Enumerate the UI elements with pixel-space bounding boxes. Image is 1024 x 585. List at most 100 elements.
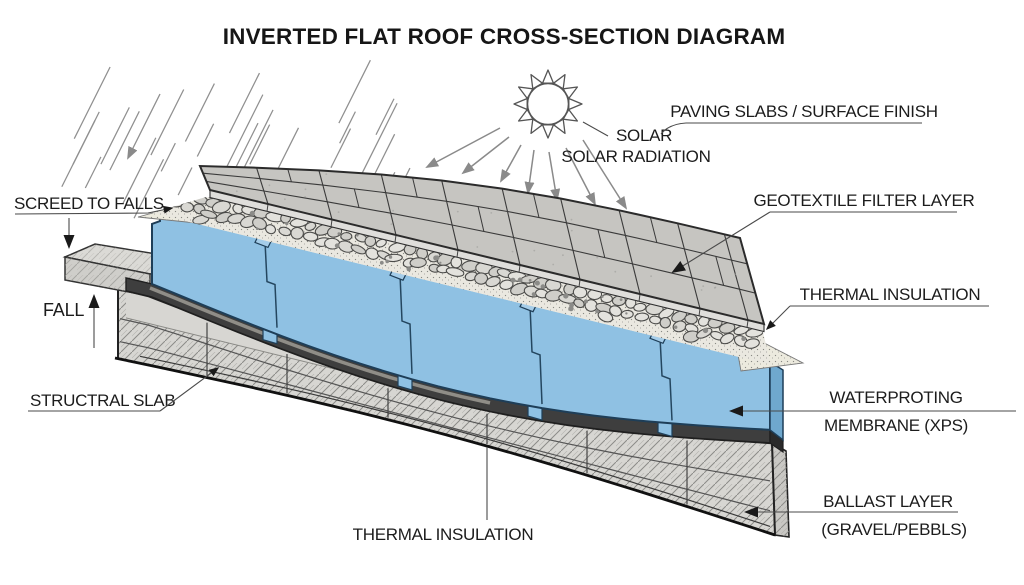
label-geotextile: GEOTEXTILE FILTER LAYER bbox=[753, 191, 974, 210]
slab-end-hatch bbox=[772, 443, 789, 537]
paving-edge-tick bbox=[456, 249, 459, 258]
pebble bbox=[375, 238, 387, 248]
rain-line bbox=[61, 111, 100, 188]
rain-line bbox=[276, 127, 300, 172]
solar-arrow bbox=[461, 136, 510, 175]
paving-slabs-layer bbox=[198, 164, 766, 333]
label-screed-to-falls: SCREED TO FALLS bbox=[14, 194, 164, 213]
gravel-band bbox=[152, 197, 771, 365]
paving-speckle bbox=[562, 254, 564, 257]
solar-arrow bbox=[500, 144, 522, 183]
pebble bbox=[474, 272, 489, 285]
paving-edge-tick bbox=[746, 320, 749, 328]
pebble-small bbox=[255, 227, 259, 230]
paving-joint bbox=[501, 188, 521, 266]
pebble bbox=[340, 232, 353, 241]
label-ballast-2: (GRAVEL/PEBBLS) bbox=[821, 520, 966, 539]
paving-speckle bbox=[337, 211, 340, 214]
pebble bbox=[303, 231, 319, 242]
rain-line bbox=[160, 142, 176, 172]
insulation-joint bbox=[264, 241, 278, 328]
paving-half-joint bbox=[412, 177, 418, 198]
pebble bbox=[620, 309, 634, 319]
paving-speckle bbox=[570, 218, 573, 221]
pebble bbox=[597, 310, 614, 323]
slab-bottom-inner-line bbox=[139, 355, 771, 527]
rain-line bbox=[100, 107, 130, 165]
pebble bbox=[600, 294, 613, 304]
label-ballast-1: BALLAST LAYER bbox=[823, 492, 953, 511]
pebble bbox=[633, 302, 647, 312]
insulation-joint bbox=[529, 305, 543, 405]
paving-speckle bbox=[325, 173, 328, 176]
label-waterproofing-1: WATERPROTING bbox=[829, 388, 962, 407]
paving-joint bbox=[677, 223, 701, 309]
rain-line bbox=[222, 94, 264, 174]
paving-outline bbox=[198, 164, 766, 326]
pebble-small bbox=[406, 267, 411, 272]
rain-line bbox=[150, 89, 185, 156]
insulation-band bbox=[151, 210, 771, 431]
pebble-small bbox=[563, 293, 569, 299]
sun-disc bbox=[526, 82, 570, 126]
sun-ray bbox=[541, 124, 555, 139]
pebble-small bbox=[434, 255, 440, 260]
label-thermal-insulation-right: THERMAL INSULATION bbox=[800, 285, 981, 304]
pebble-small bbox=[583, 299, 589, 304]
pebble-small bbox=[379, 260, 384, 265]
label-solar: SOLAR bbox=[616, 126, 672, 145]
rain-line bbox=[375, 98, 395, 136]
pebble bbox=[445, 267, 465, 277]
paving-edge-tick bbox=[638, 293, 641, 302]
paving-edge-tick bbox=[266, 203, 269, 212]
pebble bbox=[510, 282, 528, 296]
leader-geotextile bbox=[671, 211, 771, 274]
paving-edge-tick bbox=[330, 219, 333, 228]
rain-line bbox=[330, 128, 352, 169]
pebble-small bbox=[674, 325, 678, 329]
paving-half-joint bbox=[353, 188, 360, 208]
insulation-end-face bbox=[769, 360, 784, 442]
rain-line bbox=[73, 66, 111, 139]
pebble-small bbox=[531, 292, 536, 297]
paving-speckle bbox=[596, 256, 599, 259]
paving-joint bbox=[723, 234, 749, 321]
diagram-title: INVERTED FLAT ROOF CROSS-SECTION DIAGRAM bbox=[223, 24, 786, 49]
pebble bbox=[304, 221, 317, 231]
pebble-small bbox=[337, 232, 341, 236]
rain-line bbox=[249, 124, 271, 165]
pebble bbox=[719, 332, 735, 345]
pebble bbox=[409, 257, 427, 268]
paving-edge-tick bbox=[518, 264, 521, 273]
pebble-small bbox=[510, 277, 516, 283]
leader-structural-slab bbox=[159, 367, 220, 412]
pebble bbox=[744, 338, 760, 349]
pebble-small bbox=[528, 279, 532, 282]
label-thermal-insulation-bottom: THERMAL INSULATION bbox=[353, 525, 534, 544]
paving-speckle bbox=[614, 270, 617, 273]
label-paving-slabs: PAVING SLABS / SURFACE FINISH bbox=[670, 102, 937, 121]
pebble bbox=[290, 226, 304, 240]
paving-joint bbox=[380, 174, 397, 236]
paving-half-joint bbox=[287, 168, 292, 182]
paving-half-joint bbox=[715, 256, 725, 286]
pebble bbox=[365, 247, 380, 260]
paving-speckle bbox=[392, 209, 394, 212]
pebble bbox=[659, 316, 672, 329]
paving-joint bbox=[441, 180, 459, 251]
solar-arrow bbox=[548, 151, 561, 202]
rain-line bbox=[196, 123, 215, 157]
rain-line bbox=[228, 72, 261, 134]
pebble-small bbox=[619, 298, 623, 301]
pebble bbox=[634, 312, 650, 322]
pebble bbox=[180, 201, 195, 213]
leader-thermal-right bbox=[765, 305, 791, 331]
paving-speckle bbox=[284, 198, 286, 201]
label-waterproofing-2: MEMBRANE (XPS) bbox=[824, 416, 968, 435]
solar-radiation-arrows bbox=[425, 127, 628, 210]
label-fall: FALL bbox=[43, 300, 84, 320]
rain-line bbox=[339, 111, 356, 144]
paving-speckle bbox=[456, 210, 459, 213]
insulation-joint bbox=[659, 337, 673, 421]
